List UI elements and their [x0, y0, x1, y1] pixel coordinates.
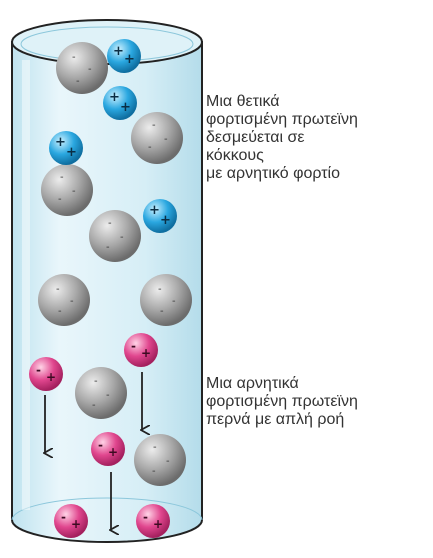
bead: - - -: [38, 274, 90, 326]
svg-text:-: -: [58, 306, 62, 317]
svg-text:-: -: [160, 306, 164, 317]
svg-text:-: -: [106, 242, 110, 253]
caption-line: φορτισμένη πρωτεϊνη: [206, 393, 358, 410]
caption-line: περνά με απλή ροή: [206, 411, 345, 428]
column-bottom-inner-edge: [11, 497, 203, 521]
bead: - - -: [89, 210, 141, 262]
svg-text:+: +: [124, 52, 135, 67]
positive-protein: + +: [49, 131, 83, 165]
svg-text:-: -: [92, 400, 96, 411]
negative-protein: - +: [91, 432, 125, 466]
negative-protein: - +: [136, 504, 170, 538]
bead: - - -: [134, 434, 186, 486]
svg-text:-: -: [60, 172, 64, 183]
svg-text:-: -: [36, 363, 41, 377]
svg-text:-: -: [98, 438, 103, 452]
svg-text:-: -: [152, 120, 156, 131]
svg-text:+: +: [71, 517, 81, 531]
svg-text:+: +: [149, 203, 160, 218]
bead: - - -: [41, 164, 93, 216]
svg-text:-: -: [166, 456, 170, 467]
positive-protein: + +: [143, 199, 177, 233]
caption-positive-protein: Μια θετικά φορτισμένη πρωτεϊνη δεσμεύετα…: [206, 93, 358, 183]
svg-text:-: -: [72, 52, 76, 63]
svg-text:-: -: [94, 376, 98, 387]
svg-text:-: -: [72, 186, 76, 197]
svg-text:+: +: [108, 445, 118, 459]
beads: - - - - - - - - - - - - - - -: [38, 42, 192, 486]
svg-text:+: +: [55, 135, 66, 150]
caption-line: κόκκους: [206, 147, 264, 164]
svg-text:-: -: [56, 284, 60, 295]
bead: - - -: [75, 367, 127, 419]
bead: - - -: [131, 112, 183, 164]
flow-arrows: [45, 372, 142, 530]
svg-text:-: -: [148, 142, 152, 153]
svg-text:-: -: [61, 510, 66, 524]
svg-text:-: -: [108, 218, 112, 229]
caption-line: με αρνητικό φορτίο: [206, 165, 340, 182]
column-highlight: [22, 60, 30, 510]
caption-negative-protein: Μια αρνητικά φορτισμένη πρωτεϊνη περνά μ…: [206, 375, 358, 429]
svg-text:+: +: [113, 44, 124, 59]
bead: - - -: [56, 42, 108, 94]
bead: - - -: [140, 274, 192, 326]
svg-text:-: -: [143, 510, 148, 524]
svg-text:-: -: [106, 390, 110, 401]
svg-text:+: +: [160, 213, 171, 228]
svg-text:-: -: [120, 232, 124, 243]
svg-text:+: +: [46, 370, 56, 384]
svg-text:-: -: [153, 442, 157, 453]
negative-protein: - +: [54, 504, 88, 538]
positive-protein: + +: [103, 86, 137, 120]
caption-line: δεσμεύεται σε: [206, 129, 305, 146]
svg-text:-: -: [70, 296, 74, 307]
svg-text:-: -: [76, 76, 80, 87]
negative-protein: - +: [124, 333, 158, 367]
negative-protein: - +: [29, 357, 63, 391]
caption-line: φορτισμένη πρωτεϊνη: [206, 111, 358, 128]
svg-text:-: -: [172, 296, 176, 307]
svg-text:-: -: [158, 284, 162, 295]
positive-protein: + +: [107, 39, 141, 73]
svg-text:-: -: [152, 466, 156, 477]
caption-line: Μια αρνητικά: [206, 375, 299, 392]
positive-proteins: + + + + + + + +: [49, 39, 177, 233]
svg-text:+: +: [141, 346, 151, 360]
caption-line: Μια θετικά: [206, 93, 280, 110]
svg-text:-: -: [131, 339, 136, 353]
svg-text:+: +: [153, 517, 163, 531]
svg-text:+: +: [120, 100, 131, 115]
svg-text:-: -: [164, 134, 168, 145]
svg-text:-: -: [88, 64, 92, 75]
svg-text:-: -: [58, 194, 62, 205]
svg-text:+: +: [109, 90, 120, 105]
svg-text:+: +: [66, 145, 77, 160]
negative-proteins: - + - + - + - + - +: [29, 333, 170, 538]
